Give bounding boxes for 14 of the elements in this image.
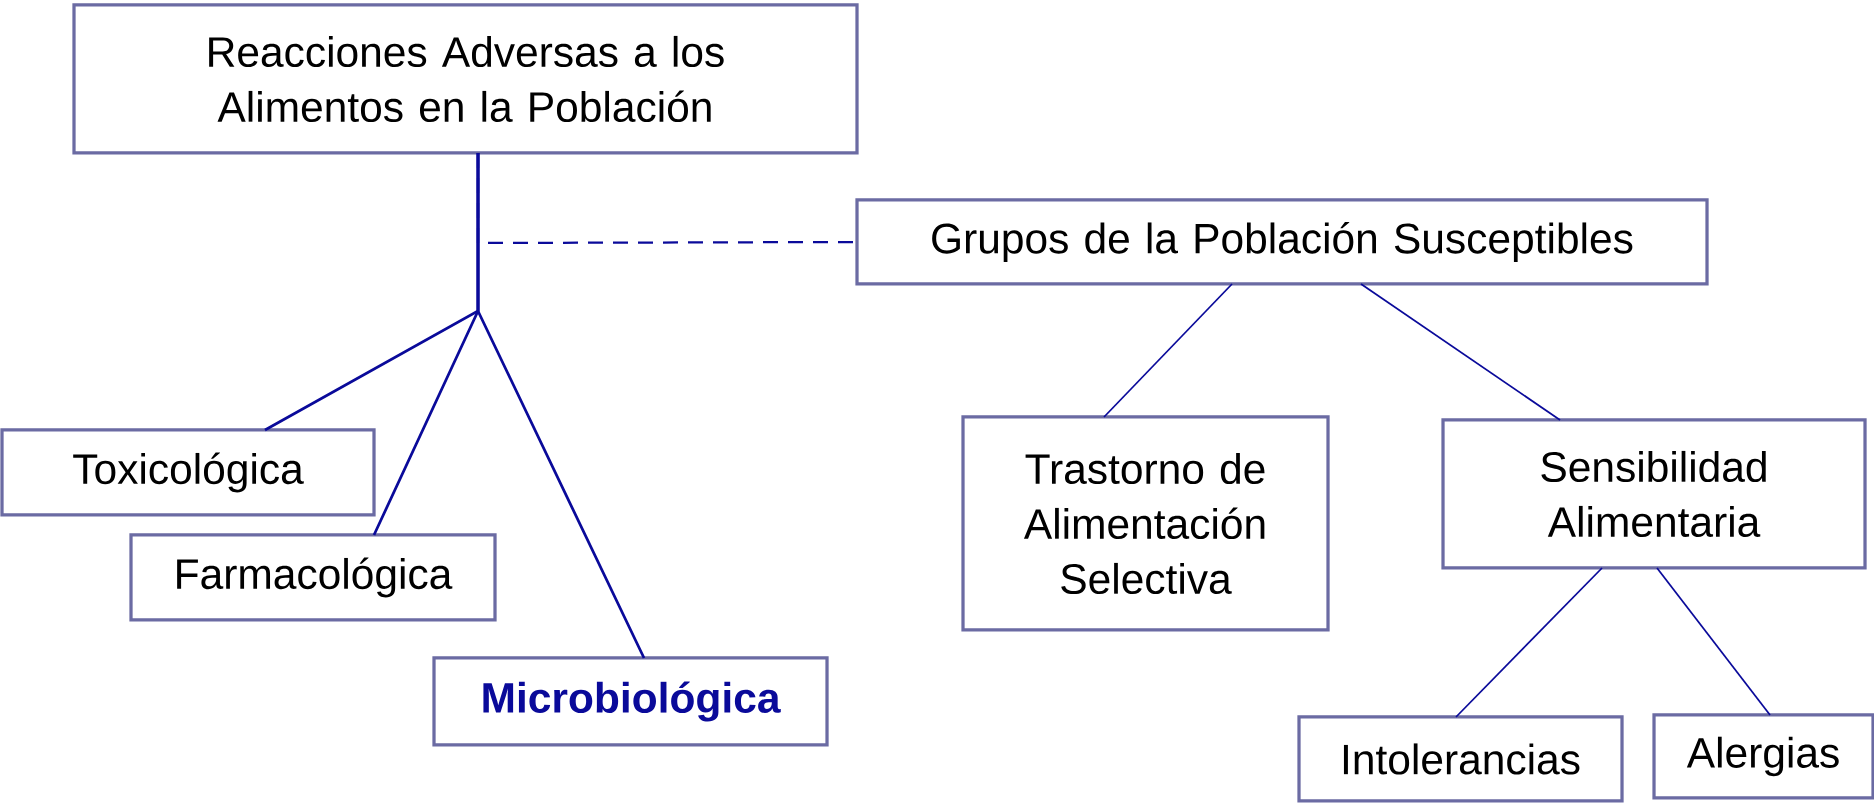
category-box: Reacciones Adversas a los Alimentos en la Población: [72, 3, 859, 155]
category-box: Farmacológica: [129, 533, 497, 622]
category-box: Alergias: [1652, 713, 1874, 800]
category-box: Sensibilidad Alimentaria: [1441, 418, 1867, 570]
connector-line: [1360, 283, 1561, 421]
connector-line: [1103, 283, 1233, 418]
category-box: Toxicológica: [0, 428, 376, 517]
connector-line: [476, 153, 646, 659]
category-box: Trastorno de Alimentación Selectiva: [961, 415, 1330, 632]
category-box: Intolerancias: [1297, 715, 1624, 803]
category-box: Grupos de la Población Susceptibles: [855, 198, 1709, 286]
connector-line: [1656, 567, 1771, 716]
category-box: Microbiológica: [432, 656, 829, 747]
connector-line: [1455, 567, 1603, 718]
